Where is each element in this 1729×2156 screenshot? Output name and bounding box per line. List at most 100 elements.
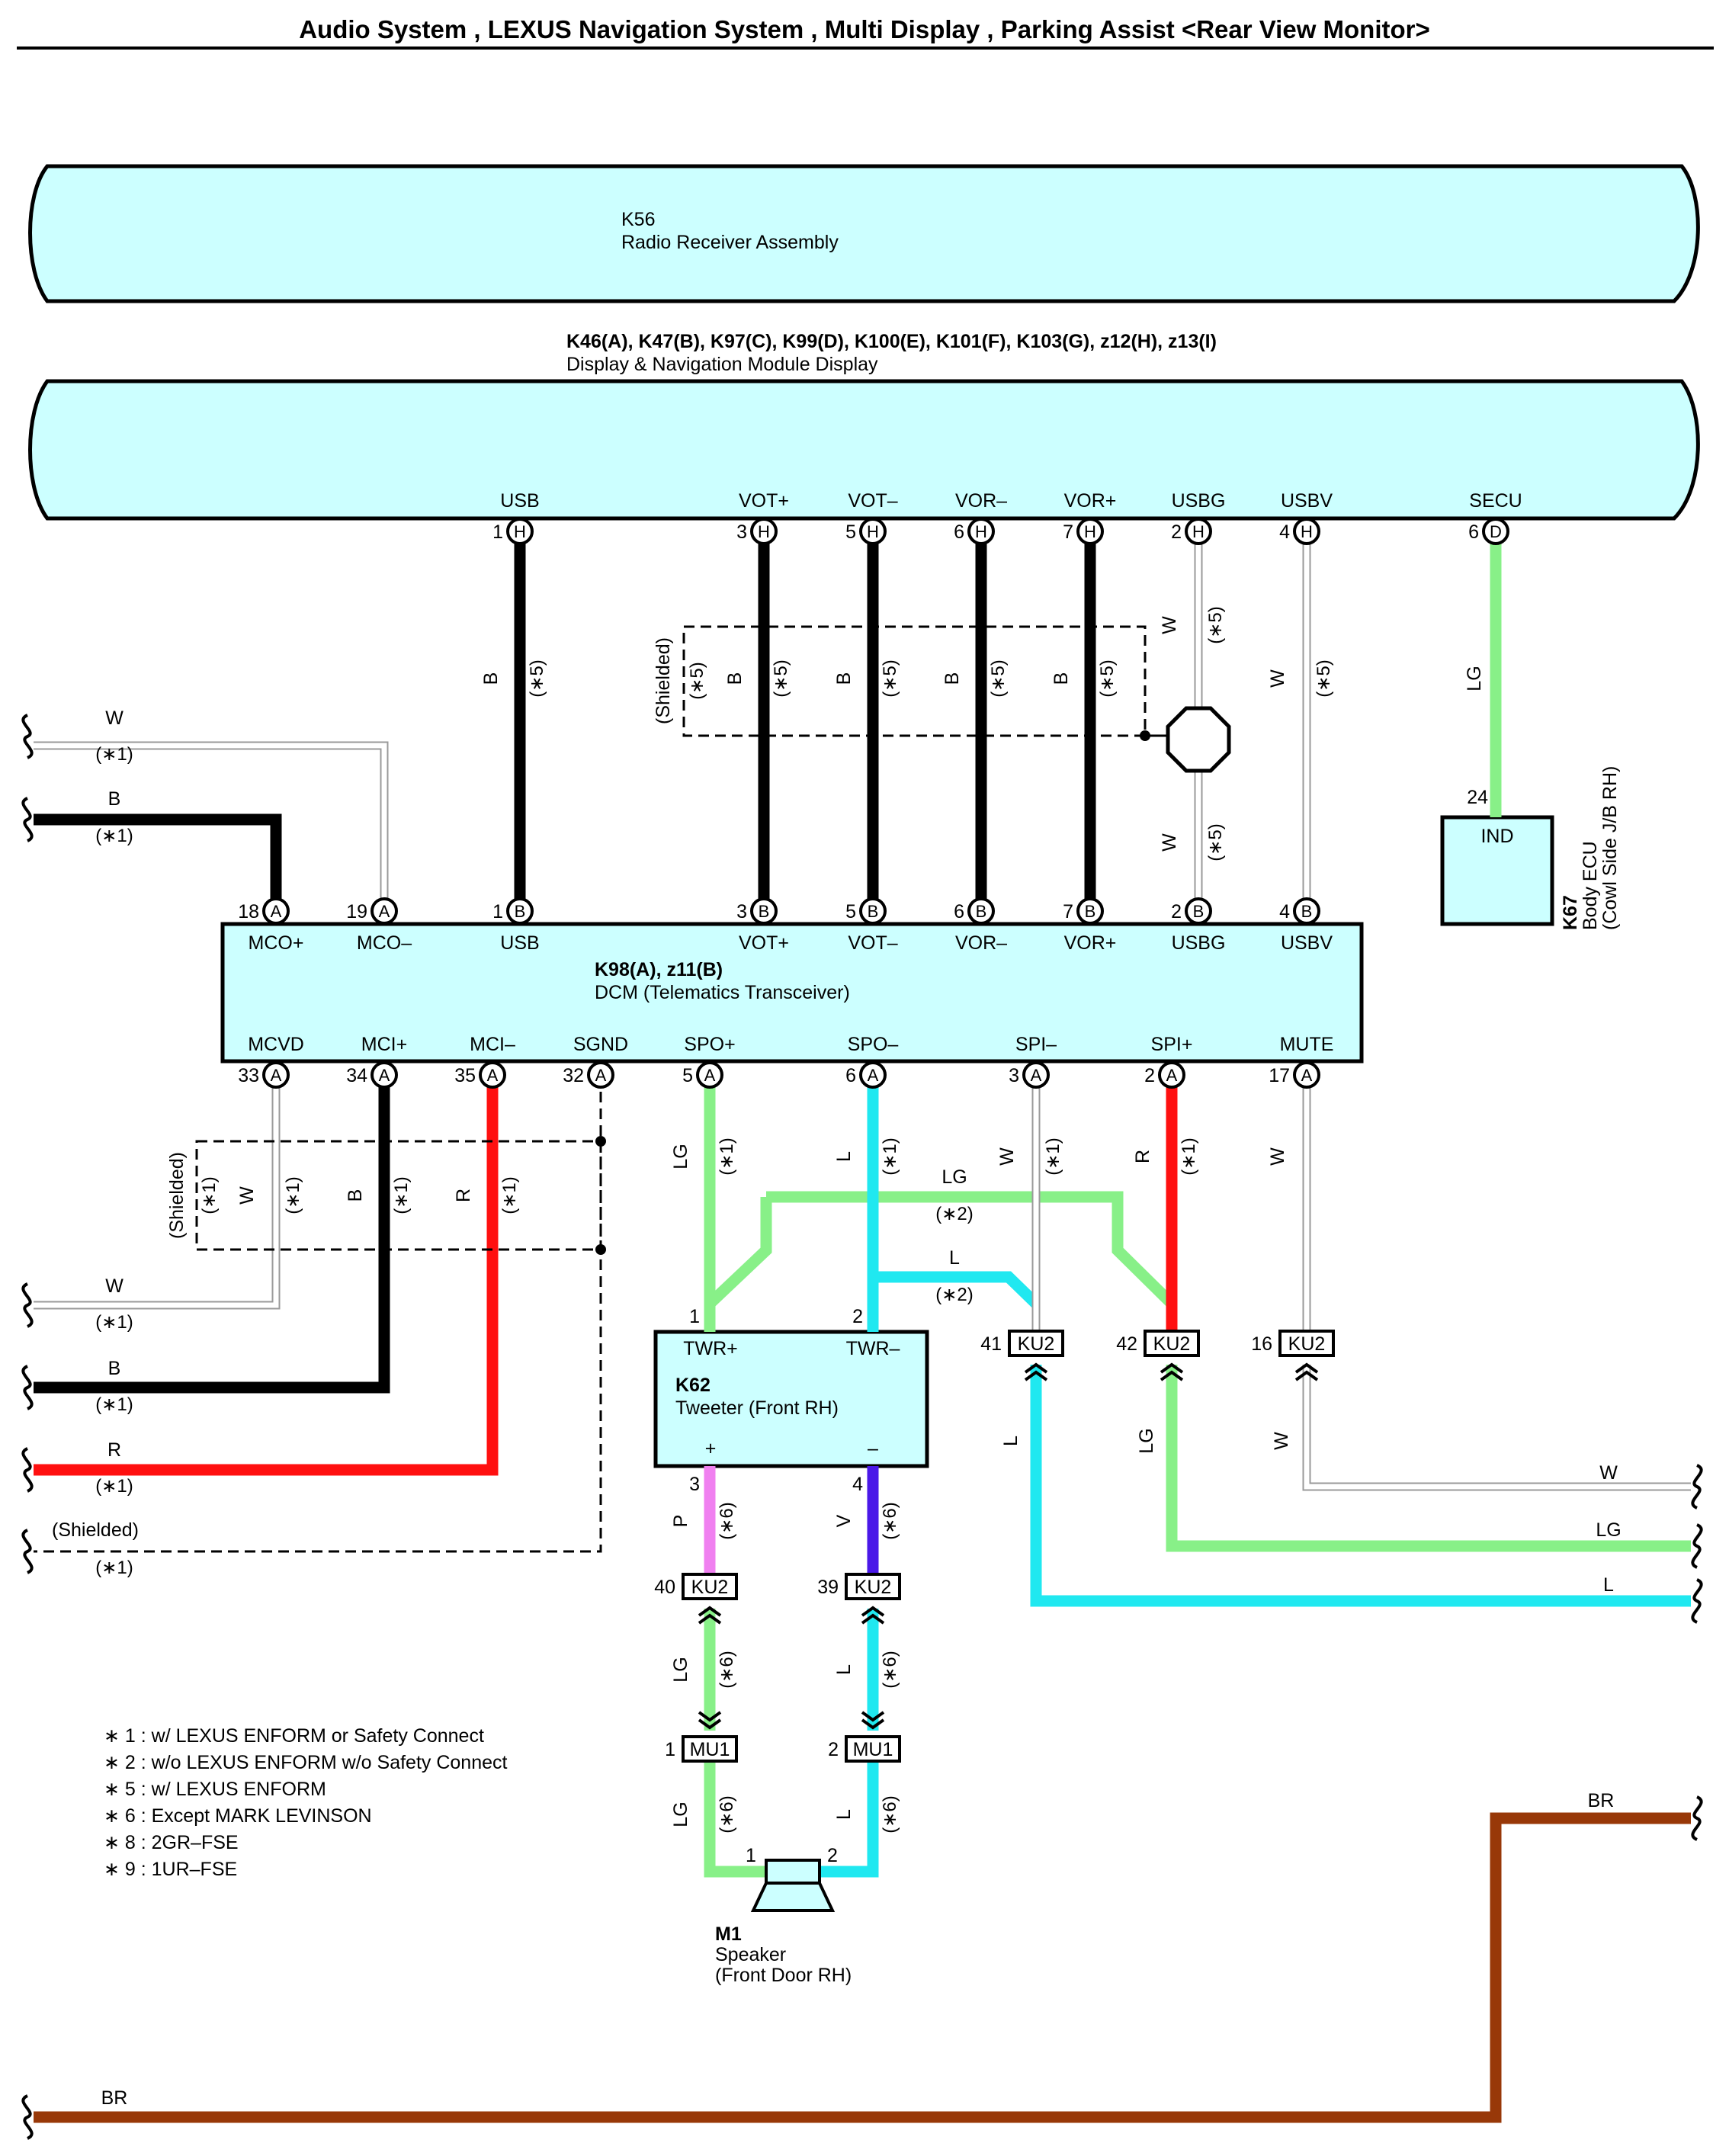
dcm-bot-pin-8-num: 17 bbox=[1269, 1065, 1290, 1086]
dcm-bot-pin-1-num: 34 bbox=[346, 1065, 367, 1086]
dcm-top-pin-2-circle bbox=[506, 897, 534, 925]
wire-mcvd-core bbox=[34, 1075, 279, 1308]
dcm-top-pin-8-conn: B bbox=[1301, 902, 1313, 921]
dcm-pin-spim-label: SPI– bbox=[1015, 1034, 1057, 1055]
dcm-pin-mute-label: MUTE bbox=[1280, 1034, 1334, 1055]
lbl-tw-p-note: (∗6) bbox=[717, 1502, 737, 1539]
dcm-top-pin-6-circle bbox=[1076, 897, 1104, 925]
lower-shield-dot-bot bbox=[595, 1244, 606, 1255]
tilde-spim-out bbox=[1691, 1578, 1703, 1624]
dcm-code: K98(A), z11(B) bbox=[595, 959, 723, 980]
lbl-tw-p-color: P bbox=[670, 1515, 691, 1528]
lbl-spk-lg-note: (∗6) bbox=[717, 1795, 737, 1833]
k56-name: Radio Receiver Assembly bbox=[621, 232, 839, 253]
m1-sub: (Front Door RH) bbox=[715, 1965, 852, 1986]
disp-pin-2-circle bbox=[859, 518, 887, 545]
dcm-pin-votm-label: VOT– bbox=[848, 932, 897, 954]
ku2-40-arrow bbox=[698, 1606, 722, 1617]
dcm-top-pin-0-circle bbox=[262, 897, 290, 925]
lbl-mu-lg-color: LG bbox=[670, 1657, 691, 1682]
lbl-mcvd-v-color: W bbox=[236, 1186, 258, 1205]
display-name: Display & Navigation Module Display bbox=[566, 354, 878, 375]
dcm-bot-pin-6-num: 3 bbox=[1009, 1065, 1019, 1086]
dcm-pin-spip-label: SPI+ bbox=[1151, 1034, 1193, 1055]
wire-spip-out bbox=[1166, 1365, 1691, 1552]
dcm-top-pin-3-circle bbox=[750, 897, 778, 925]
lbl-mcip-note: (∗1) bbox=[95, 1394, 133, 1415]
disp-pin-6-num: 4 bbox=[1279, 521, 1290, 543]
disp-pin-0-conn: H bbox=[514, 522, 526, 541]
note-1: ∗ 1 : w/ LEXUS ENFORM or Safety Connect bbox=[104, 1725, 484, 1747]
k62-plus-label: + bbox=[705, 1438, 717, 1459]
m1-name: Speaker bbox=[715, 1944, 786, 1965]
lbl-spk-lg-color: LG bbox=[670, 1801, 691, 1827]
k62-twr-minus-label: TWR– bbox=[846, 1338, 900, 1359]
dcm-bot-pin-8-conn: A bbox=[1301, 1066, 1313, 1085]
lbl-mco-w: W bbox=[105, 707, 124, 729]
upper-shield-dot bbox=[1140, 730, 1150, 741]
lbl-mcvd-v-note: (∗1) bbox=[283, 1176, 303, 1214]
lower-shield-dot-top bbox=[595, 1136, 606, 1147]
wire-br-ground bbox=[34, 1812, 1691, 2123]
dcm-bot-pin-2-num: 35 bbox=[454, 1065, 476, 1086]
dcm-bot-pin-7-num: 2 bbox=[1144, 1065, 1155, 1086]
disp-pin-3-circle bbox=[967, 518, 995, 545]
lbl-votp-color: B bbox=[724, 672, 746, 685]
dcm-bot-pin-1-circle bbox=[370, 1061, 398, 1089]
dcm-top-pin-3-num: 3 bbox=[736, 901, 747, 922]
mu1-2-arrow bbox=[861, 1718, 885, 1730]
lbl-mcim-r: R bbox=[107, 1439, 121, 1461]
wires-layer bbox=[34, 531, 1691, 2123]
dcm-bot-pin-3-circle bbox=[587, 1061, 614, 1089]
k62-name: Tweeter (Front RH) bbox=[675, 1397, 839, 1419]
lbl-mcip-v-color: B bbox=[345, 1189, 366, 1202]
lbl-vorm-note: (∗5) bbox=[988, 659, 1009, 697]
display-module-box bbox=[28, 379, 1700, 521]
lbl-spip-color: R bbox=[1132, 1150, 1153, 1163]
wire-spim-out bbox=[1030, 1365, 1691, 1607]
wire-labels-layer: B(∗5)B(∗5)B(∗5)B(∗5)B(∗5)W(∗5)W(∗5)W(∗5)… bbox=[21, 606, 1703, 2140]
wire-mci-plus bbox=[34, 1075, 390, 1394]
lbl-mco-b-note: (∗1) bbox=[95, 826, 133, 846]
disp-pin-0-num: 1 bbox=[492, 521, 503, 543]
dcm-bot-pin-5-num: 6 bbox=[845, 1065, 856, 1086]
k62-pin3: 3 bbox=[689, 1474, 700, 1495]
mu1-1-box bbox=[682, 1735, 738, 1763]
disp-pin-2-conn: H bbox=[867, 522, 879, 541]
ku2-16-box bbox=[1278, 1330, 1335, 1357]
dcm-top-pin-6-num: 7 bbox=[1063, 901, 1073, 922]
lbl-spim-note: (∗1) bbox=[1043, 1137, 1063, 1175]
lbl-spom-note: (∗1) bbox=[880, 1137, 900, 1175]
dcm-bot-pin-2-conn: A bbox=[487, 1066, 499, 1085]
ku2-39-box bbox=[845, 1573, 901, 1600]
k56-code: K56 bbox=[621, 209, 655, 230]
lbl-usbg-top-note: (∗5) bbox=[1205, 606, 1226, 643]
dcm-pin-usbg-label: USBG bbox=[1172, 932, 1226, 954]
lbl-vorp-color: B bbox=[1051, 672, 1072, 685]
wire-mci-minus bbox=[34, 1075, 499, 1476]
disp-pin-1-conn: H bbox=[758, 522, 770, 541]
disp-pin-5-conn: H bbox=[1192, 522, 1205, 541]
dcm-top-pin-5-num: 6 bbox=[954, 901, 964, 922]
lbl-out-lg: LG bbox=[1596, 1519, 1621, 1541]
lbl-br-bot: BR bbox=[101, 2087, 128, 2109]
lbl-sgnd-shielded: (Shielded) bbox=[52, 1519, 139, 1541]
disp-pin-vorm-label: VOR– bbox=[955, 490, 1007, 512]
ku2-39-arrow bbox=[861, 1613, 885, 1625]
wire-mu1-spk-1 bbox=[704, 1761, 766, 1878]
lbl-spk-l-color: L bbox=[833, 1809, 855, 1820]
lbl-mcip-b: B bbox=[108, 1358, 121, 1379]
tilde-br-top bbox=[1691, 1795, 1703, 1841]
dcm-top-pin-4-conn: B bbox=[868, 902, 879, 921]
dcm-pin-vorp-label: VOR+ bbox=[1064, 932, 1117, 954]
mu1-1-label: MU1 bbox=[690, 1739, 730, 1760]
dcm-bot-pin-3-num: 32 bbox=[563, 1065, 584, 1086]
tilde-mcvd bbox=[21, 1282, 34, 1328]
wire-mco-plus bbox=[34, 813, 282, 911]
dcm-bot-pin-1-conn: A bbox=[379, 1066, 390, 1085]
lbl-tw-v-note: (∗6) bbox=[880, 1502, 900, 1539]
disp-pin-4-conn: H bbox=[1084, 522, 1096, 541]
tilde-mcim bbox=[21, 1447, 34, 1493]
tilde-mco-w bbox=[21, 714, 34, 759]
